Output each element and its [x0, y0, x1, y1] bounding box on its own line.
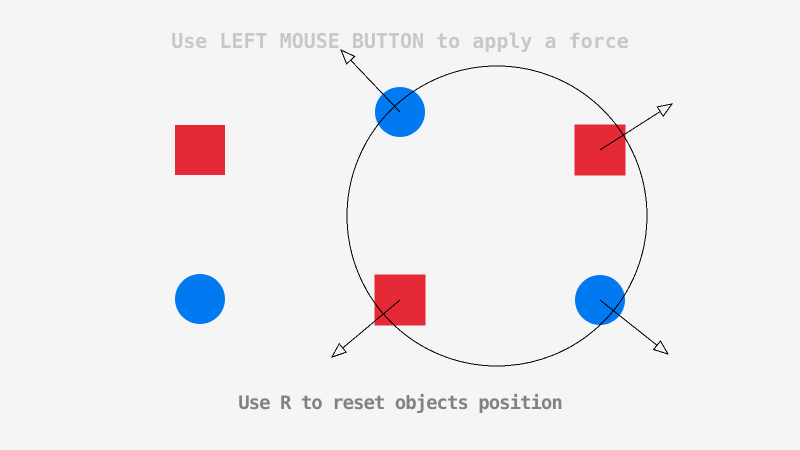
arrow-right-line [599, 111, 661, 151]
circle-bottom-left[interactable] [175, 274, 225, 324]
instruction-reset: Use R to reset objects position [238, 392, 563, 414]
arrow-bottom-right-line [599, 299, 658, 346]
square-top-left[interactable] [175, 125, 225, 175]
boundary-circle [346, 65, 648, 367]
arrow-top-center-head [340, 49, 356, 65]
arrow-right-head [656, 103, 674, 118]
arrow-top-center-line [350, 59, 401, 113]
arrow-bottom-right-head [652, 340, 670, 355]
arrow-center-line [342, 299, 401, 349]
instruction-apply-force: Use LEFT MOUSE BUTTON to apply a force [171, 29, 629, 53]
arrow-center-head [330, 342, 348, 358]
